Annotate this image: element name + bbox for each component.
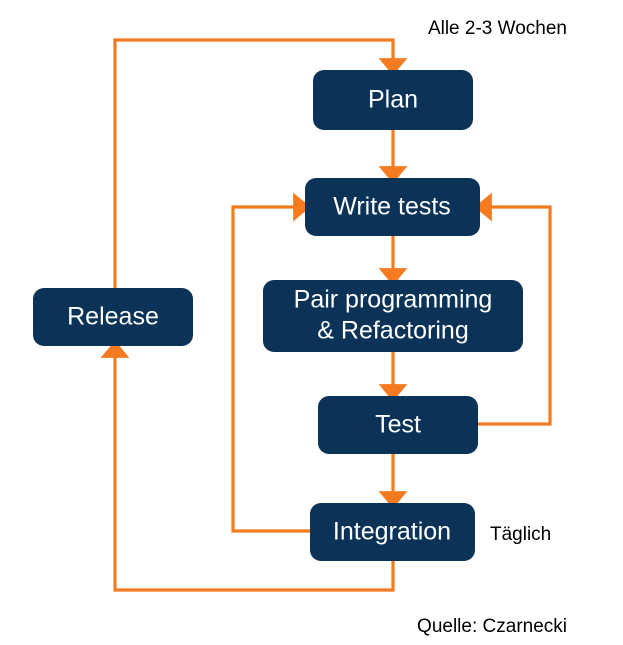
node-integration-box[interactable] (310, 503, 475, 561)
node-release-box[interactable] (33, 288, 193, 346)
node-pair-programming-label-line2: & Refactoring (317, 317, 468, 345)
node-pair-programming-label-line1: Pair programming (294, 286, 493, 314)
node-plan-box[interactable] (313, 70, 473, 130)
node-pair-programming[interactable]: Pair programming & Refactoring (263, 280, 523, 352)
node-release[interactable]: Release (33, 288, 193, 346)
node-plan[interactable]: Plan (313, 70, 473, 130)
node-release-label: Release (67, 303, 159, 331)
annotation-source-credit: Quelle: Czarnecki (417, 616, 567, 637)
node-write-tests-box[interactable] (305, 178, 480, 236)
node-integration-label: Integration (333, 518, 451, 546)
annotation-cadence-iteration: Alle 2-3 Wochen (428, 18, 567, 39)
node-write-tests[interactable]: Write tests (305, 178, 480, 236)
node-test-box[interactable] (318, 396, 478, 454)
edge-group (100, 38, 552, 592)
edge-test-to-write-tests-feedback (474, 192, 552, 426)
node-write-tests-label: Write tests (333, 193, 451, 221)
node-test[interactable]: Test (318, 396, 478, 454)
edge-integration-to-write-tests-feedback (231, 192, 311, 533)
node-pair-programming-box[interactable] (263, 280, 523, 352)
node-plan-label: Plan (368, 86, 418, 114)
edge-release-to-plan (113, 38, 408, 288)
edge-integration-to-release (100, 340, 395, 592)
annotation-cadence-daily: Täglich (490, 524, 551, 545)
node-test-label: Test (375, 411, 421, 439)
node-integration[interactable]: Integration (310, 503, 475, 561)
